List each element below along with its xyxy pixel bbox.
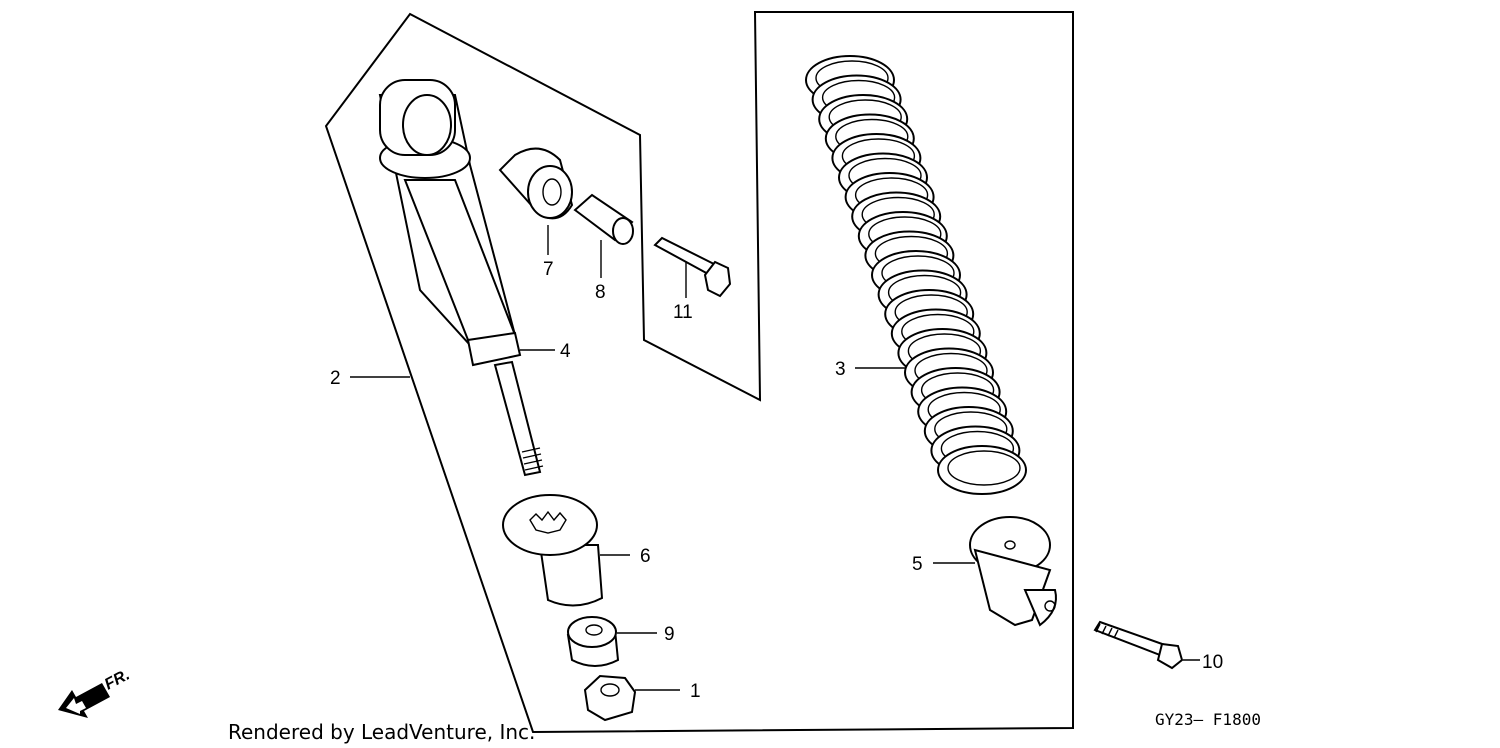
callout-8[interactable]: 8 [595, 282, 606, 303]
callout-3[interactable]: 3 [835, 359, 846, 380]
coil-spring[interactable] [805, 55, 1027, 495]
render-credit: Rendered by LeadVenture, Inc. [228, 720, 535, 744]
spring-collar[interactable] [502, 494, 604, 607]
upper-bushing[interactable] [498, 147, 574, 220]
callout-6[interactable]: 6 [640, 546, 651, 567]
spring-coil-inner [947, 450, 1021, 486]
callout-10[interactable]: 10 [1202, 652, 1223, 673]
callout-1[interactable]: 1 [690, 681, 701, 702]
shock-assembly-outline [324, 11, 1074, 734]
leader-lines [350, 225, 1200, 691]
shock-absorber-body[interactable] [378, 79, 544, 477]
callout-9[interactable]: 9 [664, 624, 675, 645]
callout-4[interactable]: 4 [560, 341, 571, 362]
lower-bolt[interactable] [1093, 620, 1184, 670]
diagram-code: GY23— F1800 [1155, 710, 1261, 729]
collar-sleeve[interactable] [573, 193, 634, 245]
callout-2[interactable]: 2 [330, 368, 341, 389]
rubber-bushing[interactable] [566, 616, 620, 667]
spring-coil [937, 445, 1027, 495]
callout-5[interactable]: 5 [912, 554, 923, 575]
front-arrow-icon [58, 683, 110, 718]
callout-11[interactable]: 11 [673, 302, 693, 323]
callout-7[interactable]: 7 [543, 259, 554, 280]
upper-bolt[interactable] [653, 236, 732, 298]
hex-nut[interactable] [583, 674, 637, 722]
front-direction-label: FR. [102, 666, 133, 693]
lower-joint[interactable] [969, 516, 1057, 627]
